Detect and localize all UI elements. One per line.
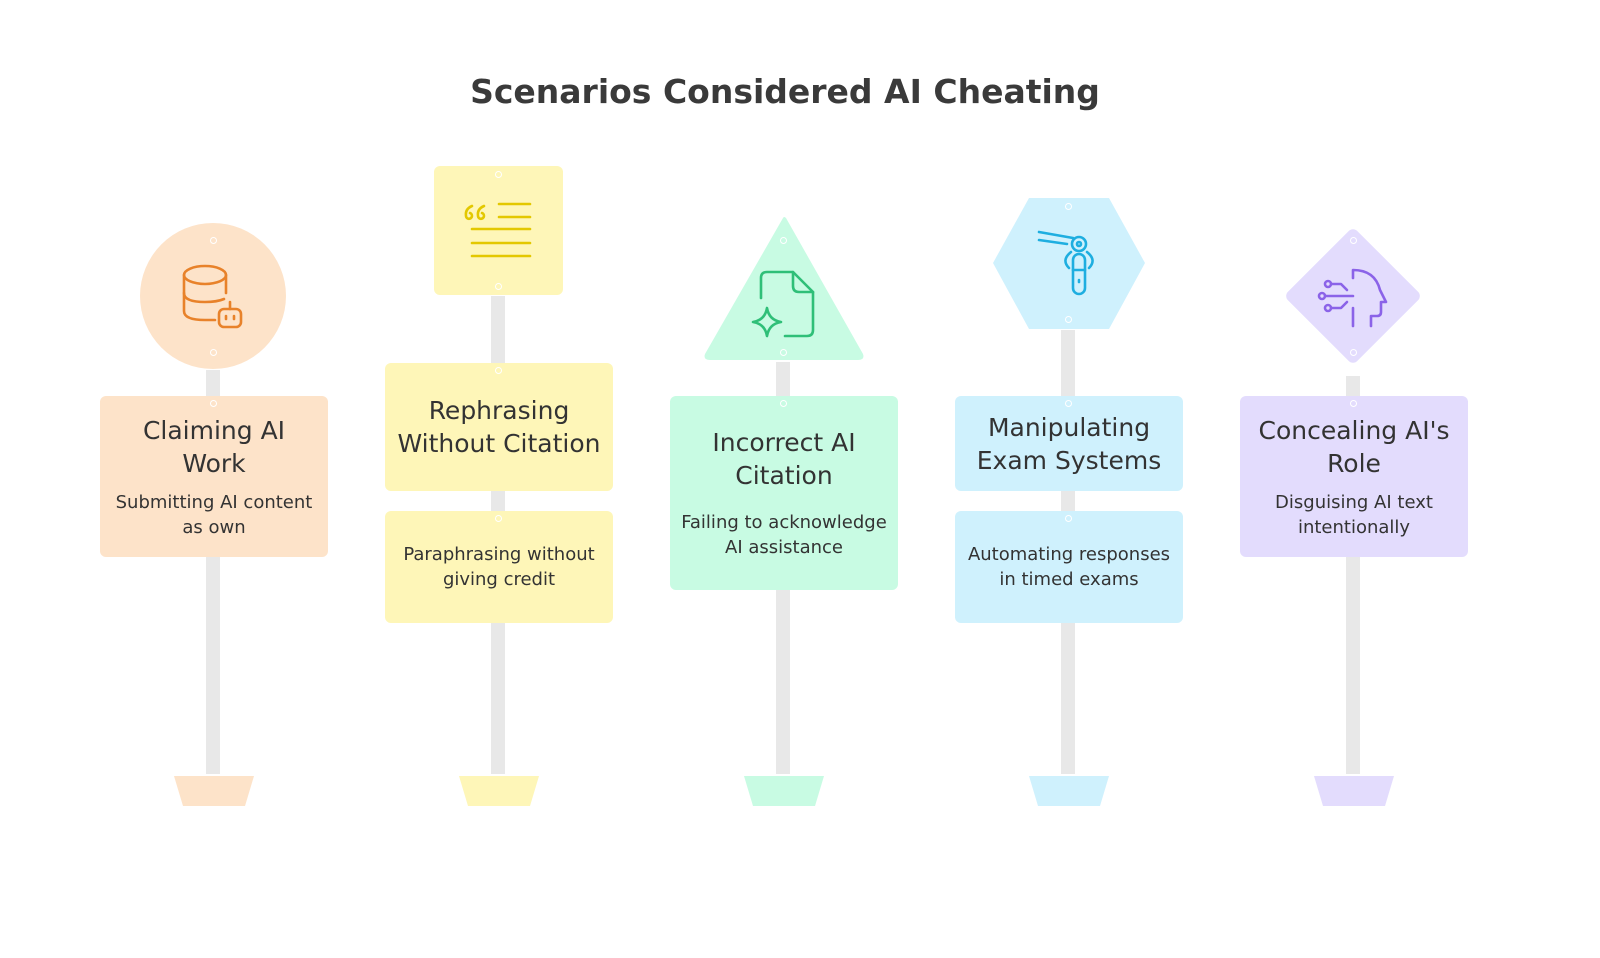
connector-dot: [495, 283, 502, 290]
connector-dot: [1065, 203, 1072, 210]
file-sparkle-icon: [751, 270, 815, 338]
connector-dot: [1065, 400, 1072, 407]
connector-dot: [210, 237, 217, 244]
base-1: [174, 776, 254, 806]
scenario-description: Paraphrasing without giving credit: [403, 544, 595, 590]
base-3: [744, 776, 824, 806]
scenario-desc-card-2: Paraphrasing without giving credit: [385, 511, 613, 623]
ai-head-icon: [1317, 268, 1388, 328]
connector-dot: [1350, 349, 1357, 356]
connector-dot: [495, 515, 502, 522]
connector-dot: [1065, 316, 1072, 323]
scenario-title: Rephrasing Without Citation: [397, 396, 601, 458]
hexagon-sign: [993, 198, 1145, 329]
connector-dot: [495, 367, 502, 374]
scenario-card-3: Incorrect AI Citation Failing to acknowl…: [670, 396, 898, 590]
scenario-title: Claiming AI Work: [142, 415, 286, 478]
scenario-title: Concealing AI's Role: [1258, 415, 1450, 478]
database-robot-icon: [182, 264, 243, 329]
base-4: [1029, 776, 1109, 806]
quote-text-icon: [464, 202, 532, 258]
base-2: [459, 776, 539, 806]
connector-dot: [1350, 400, 1357, 407]
scenario-description: Submitting AI content as own: [115, 491, 313, 538]
scenario-description: Failing to acknowledge AI assistance: [681, 512, 887, 558]
scenario-desc-card-4: Automating responses in timed exams: [955, 511, 1183, 623]
triangle-sign: [704, 217, 864, 360]
scenario-title: Manipulating Exam Systems: [976, 412, 1162, 475]
connector-dot: [210, 349, 217, 356]
scenario-card-2: Rephrasing Without Citation: [385, 363, 613, 491]
scenario-card-1: Claiming AI Work Submitting AI content a…: [100, 396, 328, 557]
connector-dot: [210, 400, 217, 407]
scenario-description: Automating responses in timed exams: [967, 544, 1171, 590]
circle-sign: [140, 223, 286, 369]
scenario-title: Incorrect AI Citation: [712, 428, 856, 490]
connector-dot: [1065, 515, 1072, 522]
base-5: [1314, 776, 1394, 806]
scenario-card-4: Manipulating Exam Systems: [955, 396, 1183, 491]
robot-arm-icon: [1037, 230, 1094, 296]
square-sign: [434, 166, 563, 295]
connector-dot: [780, 400, 787, 407]
diagram-title: Scenarios Considered AI Cheating: [470, 72, 1100, 111]
scenario-description: Disguising AI text intentionally: [1275, 491, 1433, 538]
connector-dot: [495, 171, 502, 178]
connector-dot: [1350, 237, 1357, 244]
connector-dot: [780, 237, 787, 244]
connector-dot: [780, 349, 787, 356]
scenario-card-5: Concealing AI's Role Disguising AI text …: [1240, 396, 1468, 557]
diamond-sign: [1286, 229, 1420, 363]
